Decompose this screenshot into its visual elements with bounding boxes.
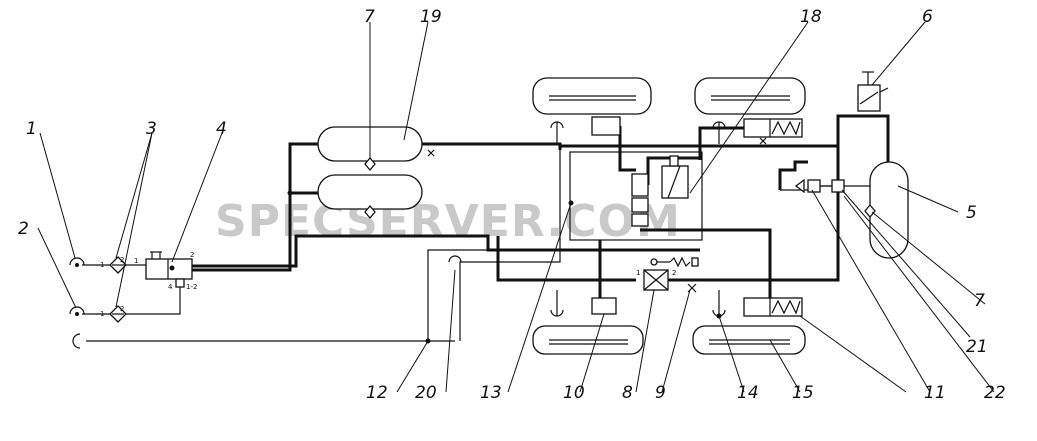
callout-18: 18 xyxy=(800,7,822,27)
brake-chamber-10 xyxy=(591,297,617,315)
callout-14: 14 xyxy=(737,383,759,403)
air-receiver-lower xyxy=(317,174,423,210)
port-label: 4 xyxy=(168,283,173,291)
watermark: SPECSERVER.COM xyxy=(215,196,681,247)
callout-21: 21 xyxy=(966,337,988,357)
connection-head-1-icon xyxy=(69,257,85,266)
port-label: 1-2 xyxy=(186,283,197,291)
port-label: 1 xyxy=(636,269,640,277)
port-label: 2 xyxy=(120,256,124,264)
check-coupling-20-icon xyxy=(448,255,462,263)
callout-15: 15 xyxy=(792,383,814,403)
spring-icon xyxy=(771,299,801,315)
connection-head-1-dot xyxy=(75,263,79,267)
callout-22: 22 xyxy=(984,383,1006,403)
wheel-rear-left xyxy=(532,325,644,355)
callout-7-right: 7 xyxy=(974,291,985,311)
brake-valve-block-18 xyxy=(631,155,689,227)
spring-icon xyxy=(771,120,801,136)
junction-dots xyxy=(169,190,722,344)
callout-9: 9 xyxy=(655,383,666,403)
callout-4: 4 xyxy=(216,119,227,139)
callout-1: 1 xyxy=(26,119,37,139)
valve-8-control-icon xyxy=(650,258,658,266)
wheel-front-right xyxy=(694,77,806,115)
port-label: 1 xyxy=(100,310,104,318)
port-label: 2 xyxy=(190,251,194,259)
check-valve-icon xyxy=(794,178,805,194)
callout-10: 10 xyxy=(563,383,585,403)
spring-brake-chamber-front-right xyxy=(743,118,803,138)
pipelines xyxy=(82,114,890,342)
callout-3: 3 xyxy=(146,119,157,139)
drain-valve-icon xyxy=(364,156,376,172)
connection-head-2-dot xyxy=(75,312,79,316)
callout-12: 12 xyxy=(366,383,388,403)
valve-8-cap xyxy=(691,257,699,267)
callout-5: 5 xyxy=(966,203,977,223)
valve-4-exhaust xyxy=(175,278,185,288)
spring-brake-chamber-11 xyxy=(743,297,803,317)
exhaust-icon xyxy=(427,149,435,157)
callout-13: 13 xyxy=(480,383,502,403)
exhaust-9-icon xyxy=(687,283,697,293)
port-label: 1 xyxy=(100,261,104,269)
callout-11: 11 xyxy=(924,383,946,403)
trailer-head-icon xyxy=(72,333,81,349)
callout-8: 8 xyxy=(622,383,633,403)
port-label: 2 xyxy=(120,305,124,313)
callout-7-top: 7 xyxy=(364,7,375,27)
exhaust-icon xyxy=(759,137,767,145)
drain-valve-icon xyxy=(864,203,876,219)
wheel-front-left xyxy=(532,77,652,115)
callout-6: 6 xyxy=(922,7,933,27)
wheel-rear-right xyxy=(692,325,806,355)
callout-19: 19 xyxy=(420,7,442,27)
port-label: 1 xyxy=(134,257,138,265)
brake-chamber-front-left xyxy=(591,116,621,136)
spring-icon xyxy=(669,256,691,268)
pressure-valve-22 xyxy=(807,179,821,193)
callout-2: 2 xyxy=(18,219,29,239)
port-label: 2 xyxy=(672,269,676,277)
leader-lines xyxy=(37,21,995,393)
control-valve-4 xyxy=(145,258,193,280)
callout-20: 20 xyxy=(415,383,437,403)
drain-valve-icon xyxy=(364,204,376,220)
connection-head-2-icon xyxy=(69,306,85,315)
